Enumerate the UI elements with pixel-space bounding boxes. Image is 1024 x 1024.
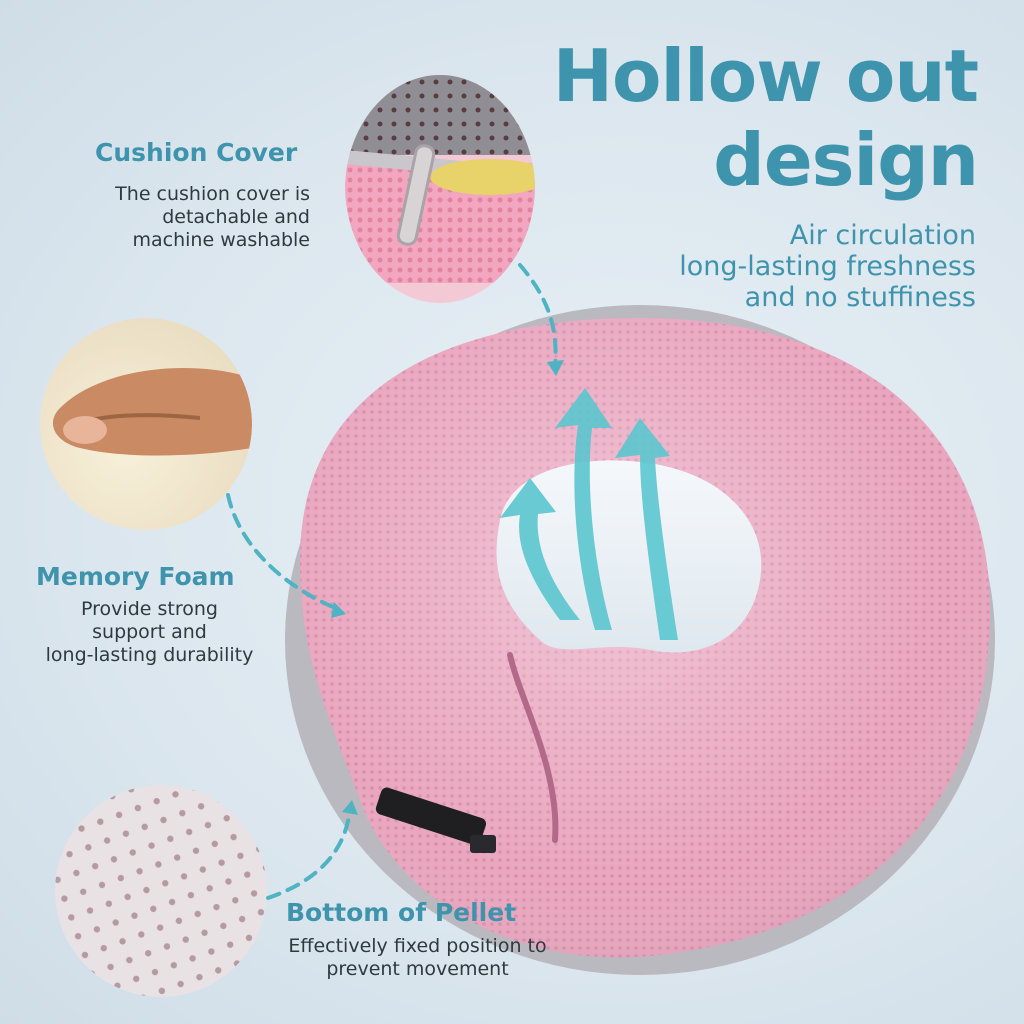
- cushion-split: [507, 652, 559, 843]
- cushion-cover-line-2: detachable and: [162, 206, 310, 228]
- bottom-pellet-line-2: prevent movement: [326, 958, 509, 980]
- memory-foam-line-1: Provide strong: [81, 598, 218, 620]
- cushion-cover-description: The cushion cover is detachable and mach…: [115, 183, 310, 252]
- memory-foam-line-2: support and: [92, 621, 207, 643]
- bottom-pellet-title: Bottom of Pellet: [286, 898, 517, 927]
- subtext-line-3: and no stuffiness: [744, 282, 976, 313]
- air-arrows: [500, 388, 678, 640]
- headline-line-1: Hollow out: [552, 34, 979, 118]
- cushion-cover-title: Cushion Cover: [95, 138, 298, 167]
- bottom-pellet-detail-image: [55, 785, 267, 997]
- subtext-line-1: Air circulation: [789, 220, 976, 251]
- memory-foam-title: Memory Foam: [36, 562, 235, 591]
- cushion-cover-line-1: The cushion cover is: [115, 183, 310, 205]
- bottom-pellet-line-1: Effectively fixed position to: [288, 935, 547, 957]
- headline: Hollow out design: [552, 34, 979, 202]
- memory-foam-detail-image: [40, 318, 252, 530]
- foam-connector: [226, 493, 342, 612]
- headline-subtext: Air circulation long-lasting freshness a…: [679, 220, 976, 313]
- bottom-pellet-description: Effectively fixed position to prevent mo…: [270, 935, 565, 981]
- buckle: [375, 787, 487, 846]
- headline-line-2: design: [713, 118, 979, 202]
- cover-connector: [518, 263, 558, 370]
- cushion-cover-line-3: machine washable: [132, 229, 311, 251]
- memory-foam-description: Provide strong support and long-lasting …: [22, 598, 277, 667]
- memory-foam-line-3: long-lasting durability: [45, 644, 254, 666]
- bottom-connector: [266, 808, 352, 900]
- zipper-pull: [396, 144, 436, 246]
- subtext-line-2: long-lasting freshness: [679, 251, 976, 282]
